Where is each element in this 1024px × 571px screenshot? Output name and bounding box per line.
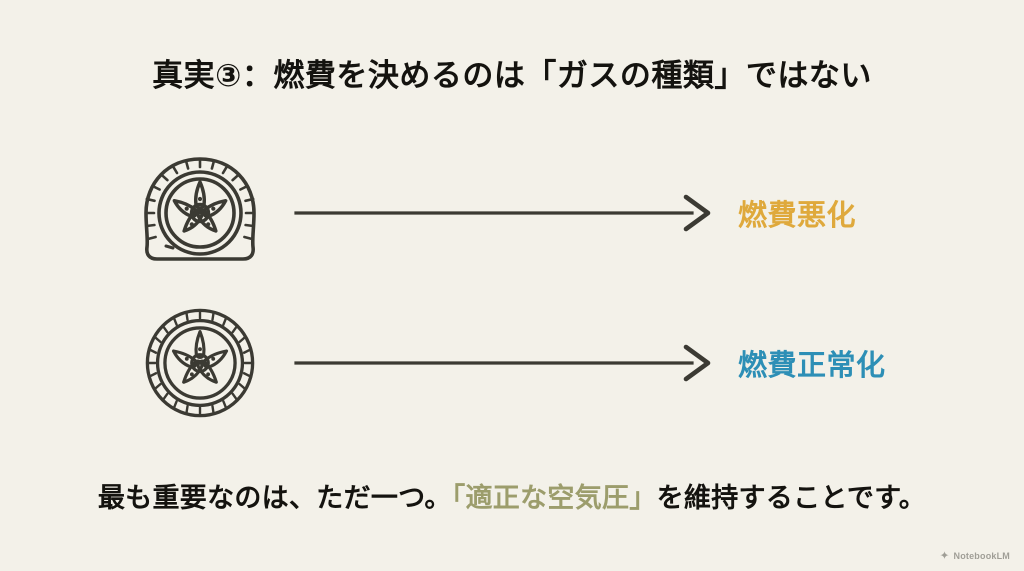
arrow-cell-inflated [280,343,722,383]
notebooklm-logo-icon [939,550,949,560]
watermark: NotebookLM [939,550,1011,561]
conclusion-text: 最も重要なのは、ただ一つ。「適正な空気圧」を維持することです。 [0,476,1024,515]
conclusion-lead: 最も重要なのは、ただ一つ。 [97,483,452,513]
comparison-row-flat-tire: 燃費悪化 [120,148,920,278]
conclusion-tail: を維持することです。 [656,483,927,513]
result-label-worse-fuel-economy: 燃費悪化 [738,200,857,232]
flat-tire-icon [144,156,256,261]
inflated-tire-icon-cell [120,303,280,423]
comparison-row-inflated-tire: 燃費正常化 [120,298,920,428]
right-arrow-icon [294,344,711,382]
arrow-cell-flat [280,193,722,233]
watermark-label: NotebookLM [953,550,1010,561]
page-title: 真実③：燃費を決めるのは「ガスの種類」ではない [152,58,872,93]
result-label-normalized-fuel-economy: 燃費正常化 [738,350,886,382]
inflated-tire-icon [145,308,255,418]
flat-tire-icon-cell [120,151,280,276]
result-label-cell-inflated: 燃費正常化 [722,342,938,384]
right-arrow-icon [294,194,711,232]
conclusion-highlight: 「適正な空気圧」 [451,483,657,513]
result-label-cell-flat: 燃費悪化 [722,192,938,234]
